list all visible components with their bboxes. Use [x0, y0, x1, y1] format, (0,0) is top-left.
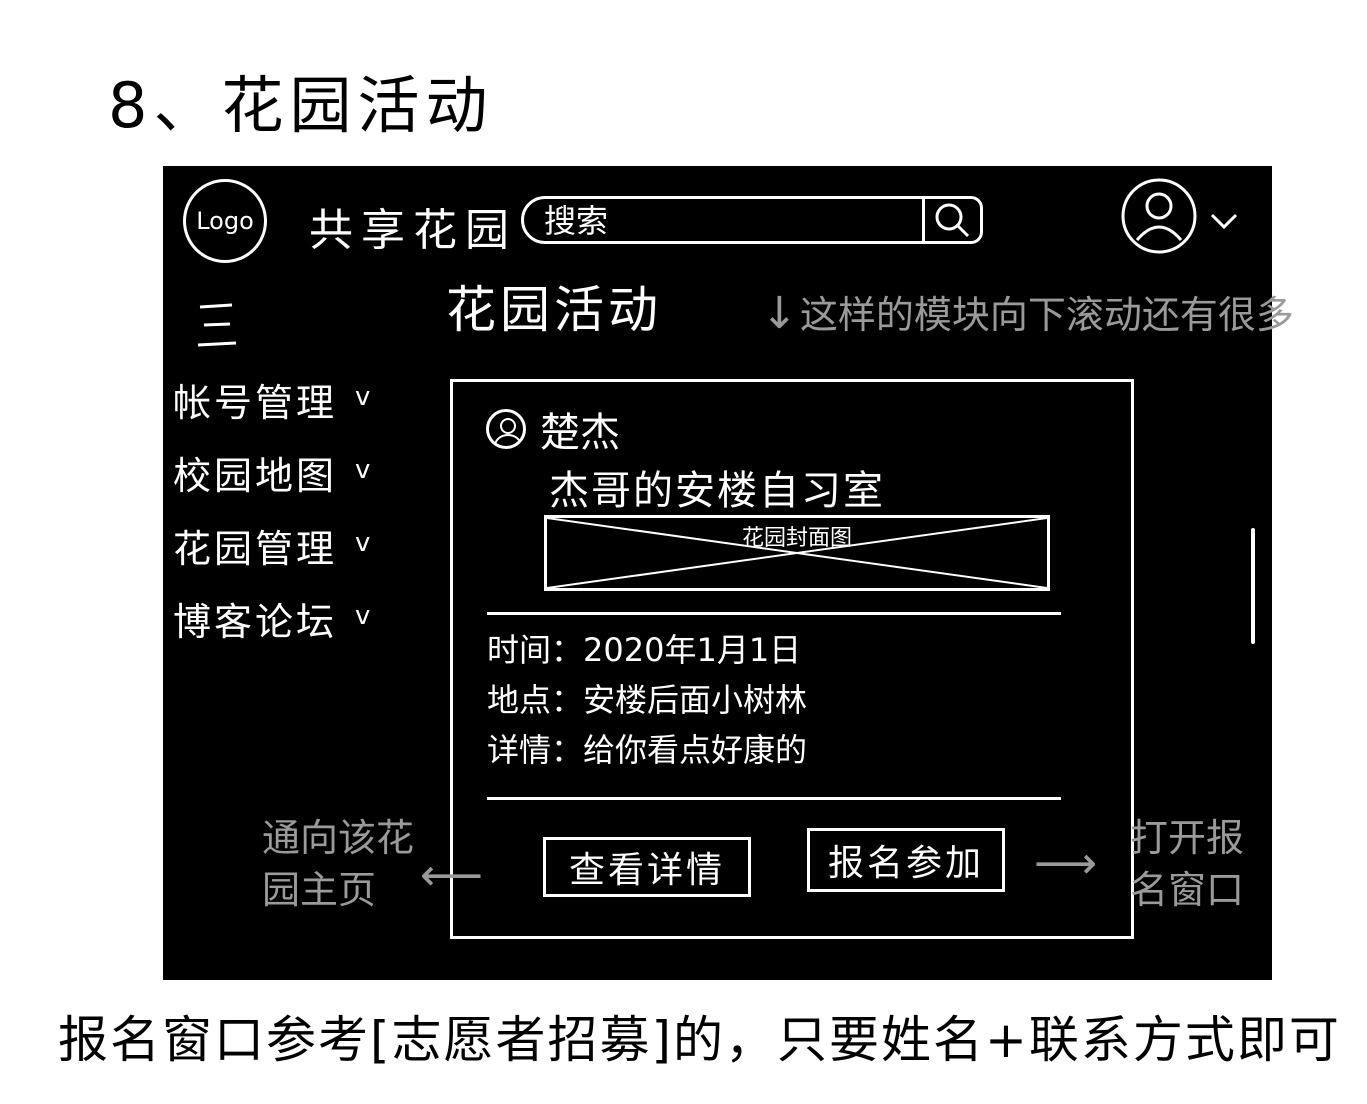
detail-row: 详情：给你看点好康的 — [487, 725, 807, 775]
sidebar-item-label: 博客论坛 — [173, 600, 338, 644]
organizer: 楚杰 — [486, 400, 620, 458]
divider — [487, 797, 1061, 800]
annotation-line: 打开报 — [1130, 816, 1245, 860]
activity-card: 楚杰 杰哥的安楼自习室 花园封面图 时间：2020年1月1日 地点：安楼后面小树… — [450, 379, 1134, 939]
sidebar-menu: 帐号管理 v 校园地图 v 花园管理 v 博客论坛 v — [173, 372, 373, 664]
page-title: 花园活动 — [446, 281, 662, 339]
time-label: 时间： — [487, 631, 584, 669]
annotation-line: 名窗口 — [1130, 868, 1245, 912]
time-row: 时间：2020年1月1日 — [487, 625, 807, 675]
garden-name: 杰哥的安楼自习室 — [549, 468, 885, 514]
arrow-left-icon: ⟵ — [420, 850, 484, 901]
place-label: 地点： — [487, 681, 584, 719]
sketch-title: 8、花园活动 — [108, 69, 494, 142]
search-bar — [521, 196, 983, 244]
sidebar-item-campus-map[interactable]: 校园地图 v — [173, 445, 373, 518]
detail-value: 给你看点好康的 — [583, 731, 808, 769]
logo[interactable]: Logo — [183, 179, 267, 263]
app-name: 共享花园 — [309, 205, 517, 256]
scroll-annotation-text: 这样的模块向下滚动还有很多 — [799, 293, 1294, 337]
scroll-annotation: ↓这样的模块向下滚动还有很多 — [761, 284, 1294, 339]
organizer-name: 楚杰 — [540, 410, 620, 456]
sidebar-item-account[interactable]: 帐号管理 v — [173, 372, 373, 445]
place-value: 安楼后面小树林 — [583, 681, 808, 719]
chevron-down-icon — [1210, 213, 1238, 230]
image-placeholder-icon — [547, 518, 1047, 588]
scrollbar[interactable] — [1251, 528, 1255, 644]
logo-text: Logo — [196, 207, 254, 235]
user-avatar-icon — [1121, 178, 1197, 254]
search-button[interactable] — [922, 199, 980, 241]
garden-cover-image: 花园封面图 — [544, 515, 1050, 591]
chevron-down-icon: v — [355, 455, 374, 485]
join-activity-button[interactable]: 报名参加 — [807, 828, 1005, 892]
sidebar-item-label: 帐号管理 — [173, 381, 338, 425]
view-details-button[interactable]: 查看详情 — [543, 837, 751, 897]
chevron-down-icon: v — [355, 382, 374, 412]
cover-label: 花园封面图 — [741, 526, 852, 551]
annotation-line: 园主页 — [262, 868, 377, 912]
view-details-annotation: 通向该花 园主页 — [262, 812, 414, 916]
chevron-down-icon: v — [355, 601, 374, 631]
join-annotation: 打开报 名窗口 — [1130, 812, 1244, 916]
place-row: 地点：安楼后面小树林 — [487, 675, 807, 725]
chevron-down-icon: v — [355, 528, 374, 558]
hamburger-icon — [197, 303, 237, 347]
app-screen: Logo 共享花园 花园活动 ↓这样的模块向下滚动还有很多 — [163, 166, 1294, 980]
sidebar-item-label: 校园地图 — [173, 454, 338, 498]
time-value: 2020年1月1日 — [583, 631, 802, 669]
arrow-right-icon: ⟶ — [1034, 838, 1098, 889]
hamburger-menu-button[interactable] — [196, 301, 240, 351]
activity-info: 时间：2020年1月1日 地点：安楼后面小树林 详情：给你看点好康的 — [487, 625, 807, 775]
user-menu[interactable] — [1121, 178, 1251, 258]
search-icon — [935, 203, 970, 238]
search-input[interactable] — [542, 202, 916, 240]
organizer-avatar-icon — [486, 409, 526, 449]
detail-label: 详情： — [487, 731, 584, 769]
sidebar-item-blog-forum[interactable]: 博客论坛 v — [173, 591, 373, 664]
sidebar-item-label: 花园管理 — [173, 527, 338, 571]
annotation-line: 通向该花 — [262, 816, 415, 860]
sidebar-item-garden-management[interactable]: 花园管理 v — [173, 518, 373, 591]
arrow-down-icon: ↓ — [761, 288, 798, 339]
footnote: 报名窗口参考[志愿者招募]的，只要姓名+联系方式即可 — [58, 1011, 1341, 1069]
divider — [487, 612, 1061, 615]
